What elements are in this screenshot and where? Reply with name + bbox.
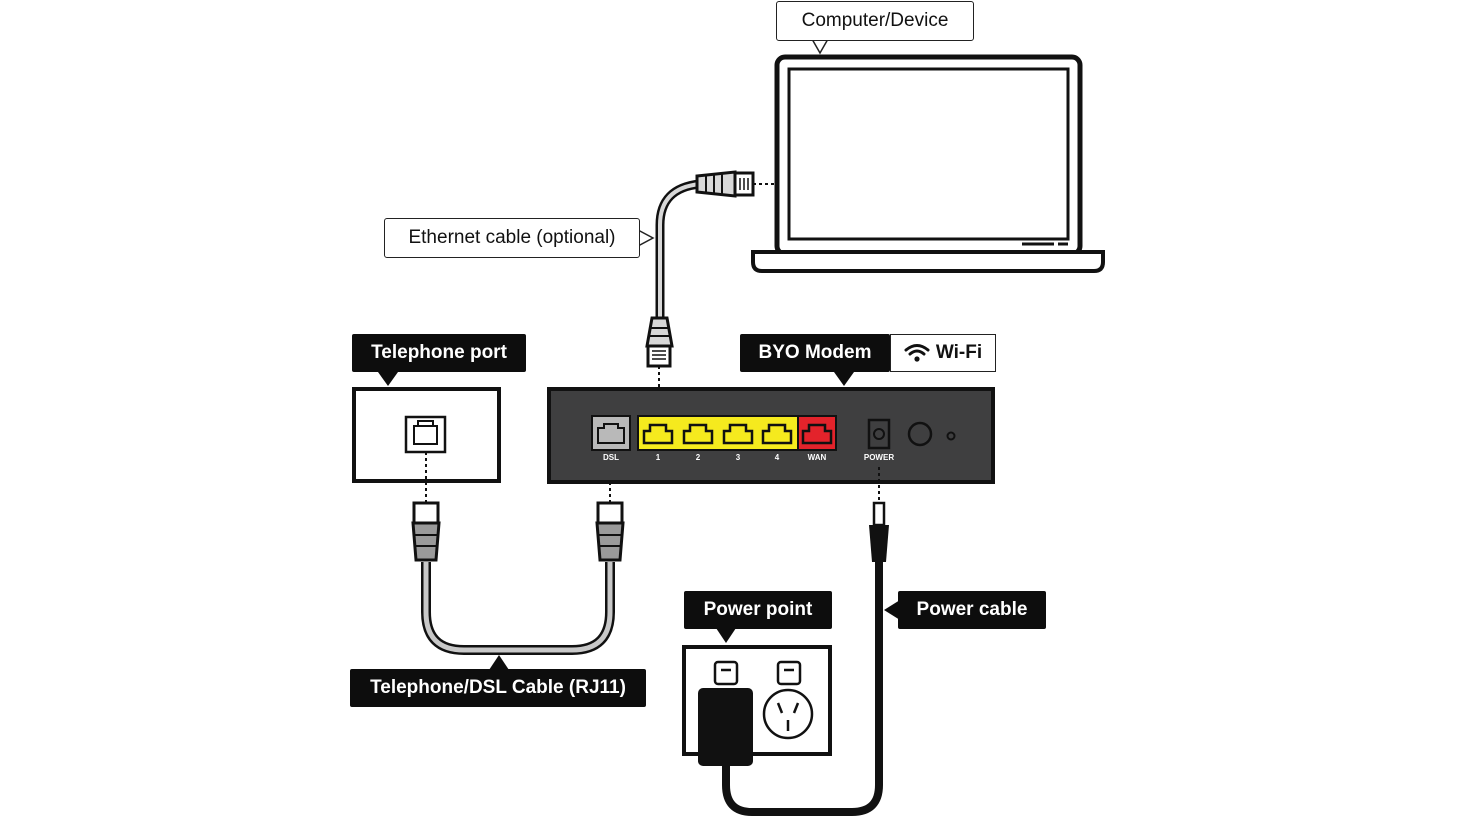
power-cable-label: Power cable — [898, 591, 1046, 629]
port-label-lan3: 3 — [735, 453, 741, 462]
power-cable — [722, 467, 889, 816]
port-label-lan2: 2 — [695, 453, 701, 462]
telephone-port-label: Telephone port — [352, 334, 526, 372]
power-point-label: Power point — [684, 591, 832, 629]
wifi-label: Wi-Fi — [935, 342, 983, 363]
computer-label: Computer/Device — [776, 1, 974, 41]
port-label-dsl: DSL — [603, 453, 619, 462]
wall-socket-icon — [682, 645, 832, 766]
ethernet-cable — [645, 170, 778, 417]
dsl-cable — [411, 467, 625, 655]
telephone-port-icon — [352, 387, 501, 503]
port-label-power: POWER — [863, 453, 895, 462]
port-label-lan4: 4 — [774, 453, 780, 462]
wifi-icon — [904, 344, 930, 362]
modem-icon — [547, 387, 995, 484]
ethernet-cable-label: Ethernet cable (optional) — [384, 218, 640, 258]
port-label-wan: WAN — [807, 453, 827, 462]
wifi-badge: Wi-Fi — [890, 334, 996, 372]
dsl-cable-label: Telephone/DSL Cable (RJ11) — [350, 669, 646, 707]
laptop-icon — [751, 54, 1105, 273]
byo-modem-label: BYO Modem — [740, 334, 890, 372]
port-label-lan1: 1 — [655, 453, 661, 462]
